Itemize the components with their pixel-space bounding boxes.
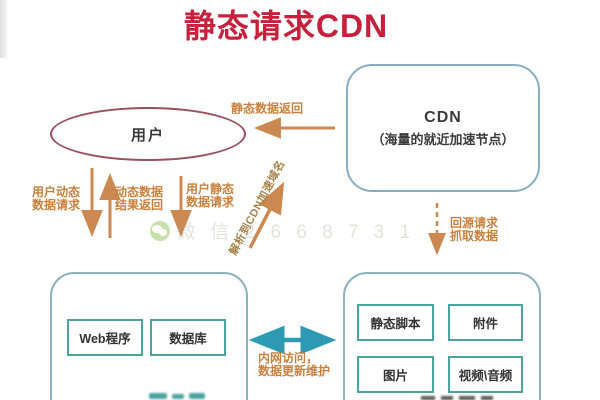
origin-item-db: 数据库 [150, 319, 226, 356]
label-dynamic-request: 用户动态 数据请求 [31, 185, 81, 212]
static-panel: 静态脚本 附件 图片 视频\音频 [343, 272, 541, 400]
label-static-request: 用户静态 数据请求 [185, 182, 235, 209]
cdn-node: CDN （海量的就近加速节点） [346, 64, 540, 192]
cdn-node-title: CDN [424, 108, 462, 126]
clipped-text-remnant [172, 394, 184, 399]
watermark-text: 微 信 2 6 6 8 7 3 1 [176, 222, 416, 243]
cdn-node-subtitle: （海量的就近加速节点） [371, 131, 515, 147]
clipped-text-remnant [149, 393, 167, 399]
wechat-icon [150, 220, 170, 241]
watermark: 微 信 2 6 6 8 7 3 1 [150, 217, 415, 244]
static-item-video: 视频\音频 [448, 356, 523, 393]
label-static-data-return: 静态数据返回 [230, 101, 304, 116]
label-origin-pull: 回源请求 抓取数据 [449, 216, 499, 243]
clipped-text-remnant [189, 393, 205, 399]
clipped-text-remnant [441, 396, 453, 400]
scan-edge-artifact [0, 0, 7, 58]
static-item-attachment: 附件 [448, 304, 523, 341]
user-node: 用户 [50, 107, 246, 161]
clipped-text-remnant [481, 396, 493, 400]
origin-panel: Web程序 数据库 [50, 272, 248, 400]
label-intranet-note: 内网访问， 数据更新维护 [258, 351, 331, 378]
label-dns-resolve: 解析到CDN加速域名 [227, 158, 288, 258]
static-item-image: 图片 [357, 356, 434, 393]
clipped-text-remnant [459, 396, 475, 400]
label-dynamic-return: 动态数据 结果返回 [114, 185, 164, 212]
static-item-script: 静态脚本 [357, 304, 434, 341]
user-node-label: 用户 [130, 126, 165, 144]
page-title-wrap: 静态请求CDN [0, 1, 586, 47]
clipped-text-remnant [421, 396, 435, 400]
origin-item-web: Web程序 [67, 319, 143, 356]
page-title: 静态请求CDN [183, 8, 389, 44]
